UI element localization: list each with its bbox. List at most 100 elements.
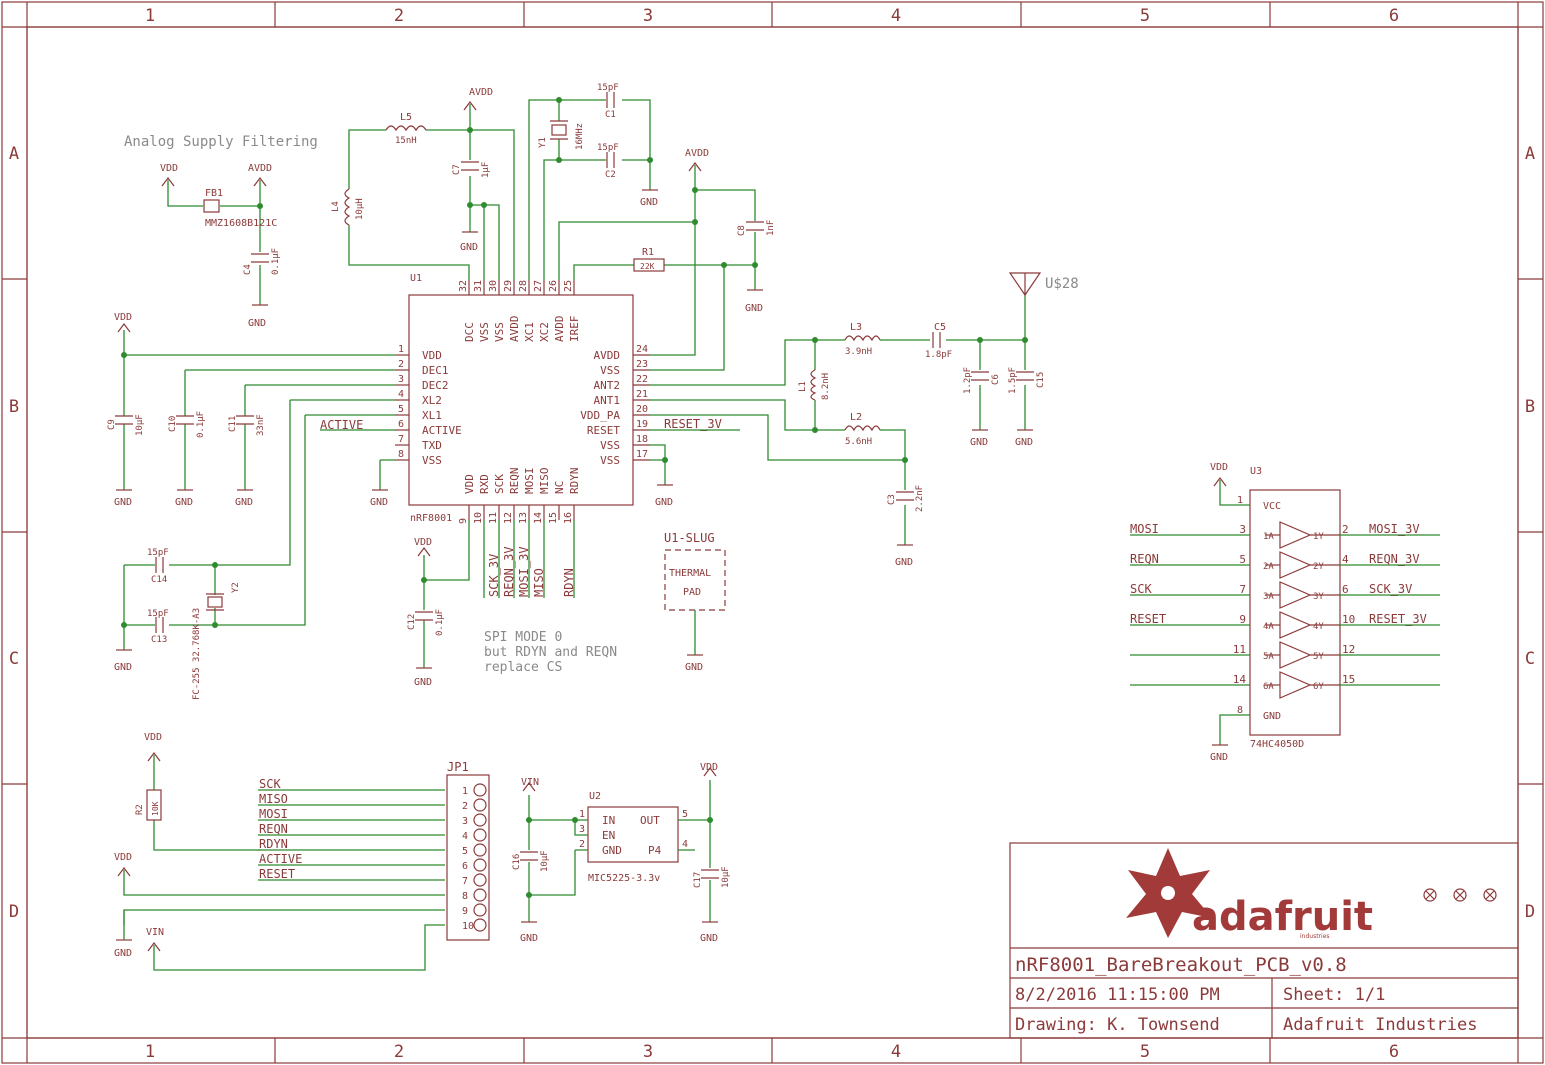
jp1-pin-net: MISO [259, 792, 288, 806]
inductor-l4 [344, 188, 351, 226]
jp1-pin-num: 5 [462, 846, 468, 857]
c12-value: 0.1µF [435, 609, 445, 636]
u1-pin-10-num: 10 [473, 512, 484, 524]
c15-gnd-label: GND [1015, 437, 1033, 448]
antenna-symbol [1008, 272, 1042, 297]
u1-pin-25-name: IREF [568, 316, 581, 343]
u3-buffer-y-label: 3Y [1313, 592, 1324, 602]
c6-ref: C6 [991, 374, 1001, 385]
u3-buffer-in-net: MOSI [1130, 522, 1159, 536]
c2-value: 15pF [597, 143, 619, 153]
c15-value: 1.5pF [1008, 367, 1018, 394]
u1-pin-30-num: 30 [488, 280, 499, 292]
u1-pin-6-name: ACTIVE [422, 424, 462, 437]
col-label-2: 2 [394, 6, 404, 26]
inductor-l1 [810, 369, 817, 401]
u1-pin-3-name: DEC2 [422, 379, 449, 392]
u2-pin3-num: 3 [579, 824, 585, 835]
fb1-vdd-label: VDD [160, 163, 178, 174]
u3-part: 74HC4050D [1250, 739, 1304, 750]
l2-ref: L2 [850, 412, 862, 423]
u2-vin-label: VIN [521, 777, 539, 788]
fb1-ref: FB1 [205, 188, 223, 199]
u3-buffer-out-pin: 4 [1342, 553, 1349, 566]
u3-buffer-out-net: REQN_3V [1369, 552, 1420, 566]
l1-value: 8.2nH [821, 373, 831, 400]
row-label-c-right: C [1525, 649, 1535, 669]
header-pin-icon [473, 783, 487, 797]
net-miso: MISO [532, 568, 546, 597]
c11-value: 33nF [256, 414, 266, 436]
u1-pin-19-name: RESET [587, 424, 620, 437]
jp1-ref: JP1 [447, 760, 469, 774]
u2-pin5-num: 5 [682, 809, 688, 820]
title-block-company: Adafruit Industries [1283, 1015, 1477, 1035]
u1-pin-29-num: 29 [503, 280, 514, 292]
header-pin-icon [473, 828, 487, 842]
u2-pin1-name: IN [602, 814, 615, 827]
c16-ref: C16 [512, 854, 522, 870]
c10-value: 0.1µF [196, 411, 206, 438]
c4-gnd-label: GND [248, 318, 266, 329]
header-pin-icon [473, 918, 487, 932]
active-net-label: ACTIVE [320, 418, 363, 432]
c7-gnd-label: GND [460, 242, 478, 253]
row-label-a: A [9, 144, 19, 164]
c4-value: 0.1µF [271, 248, 281, 275]
header-pin-icon [473, 798, 487, 812]
r2-ref: R2 [135, 804, 145, 815]
c2-ref: C2 [605, 170, 616, 180]
u1-pin-10-name: RXD [478, 474, 491, 494]
c5-ref: C5 [934, 322, 946, 333]
spi-note-line3: replace CS [484, 660, 562, 675]
u1-pin-2-num: 2 [398, 359, 404, 370]
u1-pin-16-name: RDYN [568, 468, 581, 495]
l4-ref: L4 [331, 201, 341, 212]
u3-buffer-out-net: SCK_3V [1369, 582, 1412, 596]
u1-pin-4-num: 4 [398, 389, 404, 400]
c9-value: 10µF [135, 414, 145, 436]
jp1-pin-net: ACTIVE [259, 852, 302, 866]
u3-buffer-in-pin: 3 [1239, 523, 1246, 536]
u3-buffer-out-pin: 6 [1342, 583, 1349, 596]
header-pin-icon [473, 873, 487, 887]
jp1-pin-8: 8 [462, 888, 487, 902]
u1-pin-15-name: NC [553, 481, 566, 494]
u1-pin-14-num: 14 [533, 512, 544, 524]
crystal-y2 [207, 596, 223, 608]
u1-pin-32-num: 32 [458, 280, 469, 292]
col-label-1: 1 [145, 6, 155, 26]
analog-filter-note: Analog Supply Filtering [124, 134, 318, 150]
u3-vcc-label: VCC [1263, 501, 1281, 512]
inductor-l3 [844, 335, 881, 342]
slug-label-1: THERMAL [669, 568, 711, 579]
logo-text: adafruit [1192, 894, 1373, 940]
u1-pin-7-num: 7 [398, 434, 404, 445]
r2-vdd-label: VDD [144, 732, 162, 743]
u3-gnd-pin: 8 [1237, 705, 1243, 716]
ferrite-bead-fb1 [203, 199, 220, 213]
c8-ref: C8 [737, 225, 747, 236]
c13-gnd-label: GND [114, 662, 132, 673]
c14-ref: C14 [151, 575, 167, 585]
u2-pin4-num: 4 [682, 839, 688, 850]
supply-arrows [161, 177, 267, 187]
fb1-avdd-label: AVDD [248, 163, 272, 174]
net-mosi-3v: MOSI_3V [517, 546, 531, 597]
jp1-pin-net: SCK [259, 777, 281, 791]
u2-pin1-num: 1 [579, 809, 585, 820]
u1-thermal-slug [664, 549, 726, 656]
u1-pin-18-name: VSS [600, 439, 620, 452]
u2-part: MIC5225-3.3v [588, 873, 660, 884]
c1-ref: C1 [605, 110, 616, 120]
u3-buffer-a-label: 3A [1263, 592, 1274, 602]
u1-vss-gnd-label: GND [655, 497, 673, 508]
u1-pin-8-name: VSS [422, 454, 442, 467]
col-label-3-bottom: 3 [643, 1042, 653, 1062]
u1-ref: U1 [410, 273, 422, 284]
u1-pin-5-name: XL1 [422, 409, 442, 422]
row-label-a-right: A [1525, 144, 1535, 164]
